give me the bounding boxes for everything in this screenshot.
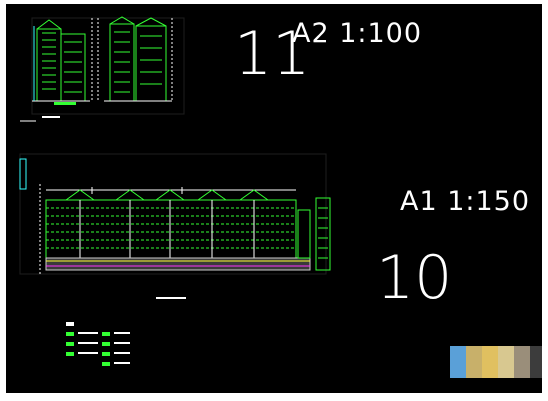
sheet-10-frame <box>19 153 327 275</box>
sheet-11-frame <box>31 17 185 115</box>
title-block-mark <box>19 158 27 190</box>
elevation-main <box>39 184 331 276</box>
sheet-scale-a1: A1 1:150 <box>400 186 531 217</box>
blurred-thumbnail <box>450 346 542 378</box>
elevation-small-left <box>32 18 93 105</box>
sheet-number-11: 11 <box>234 19 311 89</box>
cad-linework <box>19 16 331 366</box>
cad-drawing-canvas[interactable]: 11 A2 1:100 A1 1:150 10 <box>6 4 542 393</box>
sheet-number-10: 10 <box>376 243 453 313</box>
sheet-10-caption-mark <box>156 297 186 299</box>
sheet-11-caption-mark <box>42 116 60 118</box>
sheet-scale-a2: A2 1:100 <box>292 18 423 49</box>
elevation-small-right <box>97 16 173 102</box>
legend-block <box>66 322 130 366</box>
